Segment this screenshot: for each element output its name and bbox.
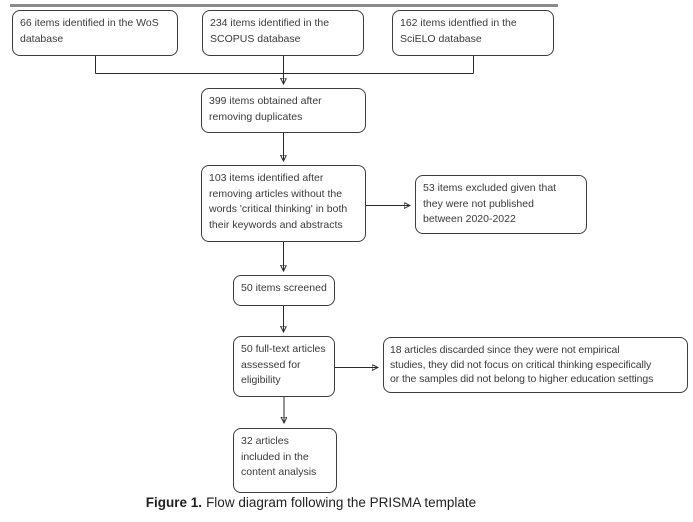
node-scielo-text: 162 items identfied in the SciELO databa… [400, 17, 517, 45]
node-screened-text: 50 items screened [241, 282, 327, 294]
node-discarded: 18 articles discarded since they were no… [383, 337, 688, 393]
figure-caption: Figure 1.Flow diagram following the PRIS… [0, 495, 622, 510]
node-fulltext-assessed-text: 50 full-text articles assessed for eligi… [241, 343, 326, 386]
node-screened: 50 items screened [233, 275, 335, 306]
top-border-line [10, 4, 558, 7]
node-keyword-filtered: 103 items identified after removing arti… [201, 165, 366, 242]
node-excluded-by-year: 53 items excluded given that they were n… [415, 175, 587, 234]
figure-caption-label: Figure 1. [145, 495, 203, 510]
node-duplicates-removed-text: 399 items obtained after removing duplic… [209, 95, 322, 123]
node-included: 32 articles included in the content anal… [233, 428, 337, 493]
node-included-text: 32 articles included in the content anal… [241, 435, 317, 478]
node-discarded-text: 18 articles discarded since they were no… [390, 344, 654, 385]
figure-caption-text: Flow diagram following the PRISMA templa… [206, 495, 477, 510]
node-wos-database: 66 items identified in the WoS database [12, 10, 178, 56]
node-scopus-text: 234 items identified in the SCOPUS datab… [210, 17, 330, 45]
node-keyword-filtered-text: 103 items identified after removing arti… [209, 172, 348, 231]
node-wos-text: 66 items identified in the WoS database [20, 17, 159, 45]
node-duplicates-removed: 399 items obtained after removing duplic… [201, 88, 366, 133]
node-scielo-database: 162 items identfied in the SciELO databa… [392, 10, 554, 56]
node-scopus-database: 234 items identified in the SCOPUS datab… [202, 10, 364, 56]
node-excluded-by-year-text: 53 items excluded given that they were n… [423, 182, 557, 225]
node-fulltext-assessed: 50 full-text articles assessed for eligi… [233, 336, 335, 397]
